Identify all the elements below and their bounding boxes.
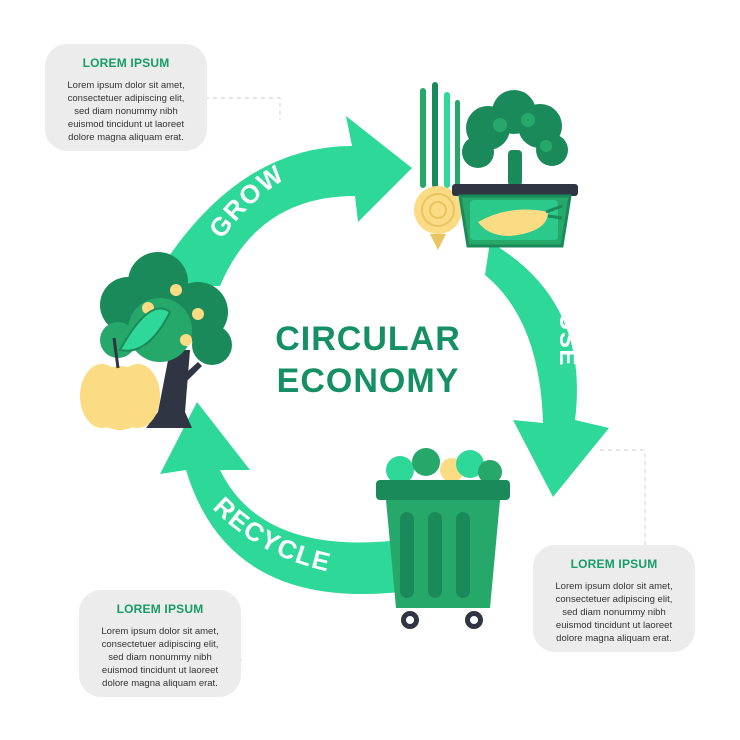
use-arrow bbox=[485, 242, 609, 497]
info-box-top-left: LOREM IPSUM Lorem ipsum dolor sit amet, … bbox=[45, 44, 207, 151]
center-title-line1: CIRCULAR bbox=[275, 320, 461, 358]
info-box-body: Lorem ipsum dolor sit amet, consectetuer… bbox=[555, 581, 673, 644]
grow-arrow bbox=[150, 116, 412, 286]
info-box-title: LOREM IPSUM bbox=[570, 557, 658, 571]
info-box-bottom-left: LOREM IPSUM Lorem ipsum dolor sit amet, … bbox=[79, 590, 241, 697]
connector-lines bbox=[150, 97, 646, 661]
groceries-icon bbox=[414, 82, 578, 250]
recycle-bin-icon bbox=[376, 448, 510, 629]
stage-label-use: USE bbox=[554, 313, 581, 367]
center-title-line2: ECONOMY bbox=[276, 362, 460, 400]
tree-apple-icon bbox=[80, 252, 232, 430]
info-box-bottom-right: LOREM IPSUM Lorem ipsum dolor sit amet, … bbox=[533, 545, 695, 652]
recycle-arrow bbox=[160, 402, 400, 595]
info-box-body: Lorem ipsum dolor sit amet, consectetuer… bbox=[101, 626, 219, 689]
info-box-title: LOREM IPSUM bbox=[116, 602, 204, 616]
info-box-title: LOREM IPSUM bbox=[82, 56, 170, 70]
info-box-body: Lorem ipsum dolor sit amet, consectetuer… bbox=[67, 80, 185, 143]
